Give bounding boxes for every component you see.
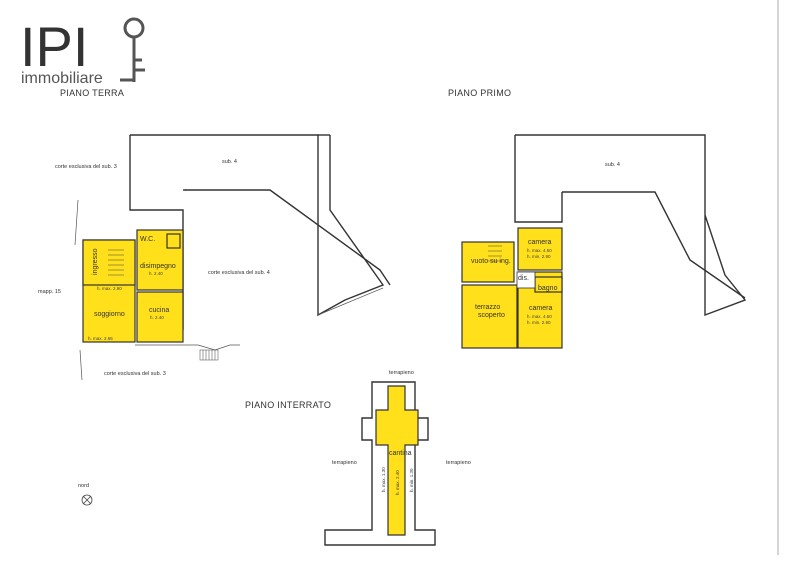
compass-icon — [81, 494, 93, 506]
label-corte-sub4: corte esclusiva del sub. 4 — [208, 270, 270, 276]
stairs-outside — [199, 349, 219, 361]
room-terrazzo — [461, 284, 518, 349]
label-cantina-h3: h. min. 1.30 — [409, 468, 414, 492]
first-floor-plan: PIANO PRIMO sub. 4 vuoto su ing. camera … — [448, 88, 747, 349]
ground-floor-title: PIANO TERRA — [60, 88, 124, 98]
label-camera-1-hmin: h. min. 2.90 — [527, 254, 551, 259]
label-disimpegno-height: h. 2.40 — [149, 271, 163, 276]
basement-plan: PIANO INTERRATO terrapieno terrapieno te… — [245, 370, 471, 546]
label-terrapieno-right: terrapieno — [446, 460, 471, 466]
logo-letters: IPI — [20, 15, 88, 78]
label-corte-sub3-top: corte esclusiva del sub. 3 — [55, 164, 117, 170]
label-cantina-h2: h. max. 2.40 — [395, 470, 400, 495]
label-ingresso: ingresso — [92, 248, 99, 275]
room-dis — [516, 271, 536, 289]
label-camera-1: camera — [528, 239, 551, 246]
label-bagno: bagno — [538, 285, 558, 292]
label-cantina-h1: h. max. 1.30 — [381, 467, 386, 492]
label-soggiorno-height: h. max. 2.65 — [88, 336, 113, 341]
label-corte-sub3-bottom: corte esclusiva del sub. 3 — [104, 371, 166, 377]
stairs-ground — [108, 249, 124, 276]
label-soggiorno: soggiorno — [94, 311, 125, 318]
label-sub4-ground: sub. 4 — [222, 159, 237, 165]
label-terrapieno-left: terrapieno — [332, 460, 357, 466]
label-cantina: cantina — [389, 450, 412, 457]
ground-floor-plan: PIANO TERRA corte esclusiva del — [38, 88, 391, 381]
logo-mark: IPI — [20, 15, 145, 82]
label-dis: dis. — [518, 275, 529, 282]
label-terrapieno-top: terrapieno — [389, 370, 414, 376]
label-mapp15: mapp. 15 — [38, 289, 61, 295]
label-camera-2-hmax: h. max. 4.50 — [527, 314, 552, 319]
label-scoperto: scoperto — [478, 312, 505, 319]
label-vuoto: vuoto su ing. — [471, 258, 511, 265]
first-floor-title: PIANO PRIMO — [448, 88, 511, 98]
room-vuoto — [461, 241, 515, 283]
north-label: nord — [78, 483, 89, 489]
room-ingresso — [82, 239, 136, 286]
label-disimpegno: disimpegno — [140, 263, 176, 270]
label-ingresso-height: h. max. 2.90 — [97, 286, 122, 291]
basement-title: PIANO INTERRATO — [245, 400, 331, 410]
label-wc: W.C. — [140, 236, 155, 243]
label-camera-2-hmin: h. min. 2.90 — [527, 320, 551, 325]
stairs-first — [488, 245, 502, 262]
room-cantina — [375, 385, 419, 536]
label-terrazzo: terrazzo — [475, 304, 500, 311]
logo-subtitle: immobiliare — [21, 70, 103, 87]
label-camera-2: camera — [529, 305, 552, 312]
label-camera-1-hmax: h. max. 4.50 — [527, 248, 552, 253]
label-cucina: cucina — [149, 307, 169, 314]
label-cucina-height: h. 2.40 — [150, 315, 164, 320]
room-cucina — [136, 291, 184, 343]
room-camera-1 — [517, 227, 563, 271]
north-indicator: nord — [78, 483, 93, 506]
label-sub4-first: sub. 4 — [605, 162, 620, 168]
room-wc-tile — [166, 233, 181, 249]
key-icon — [123, 17, 145, 39]
